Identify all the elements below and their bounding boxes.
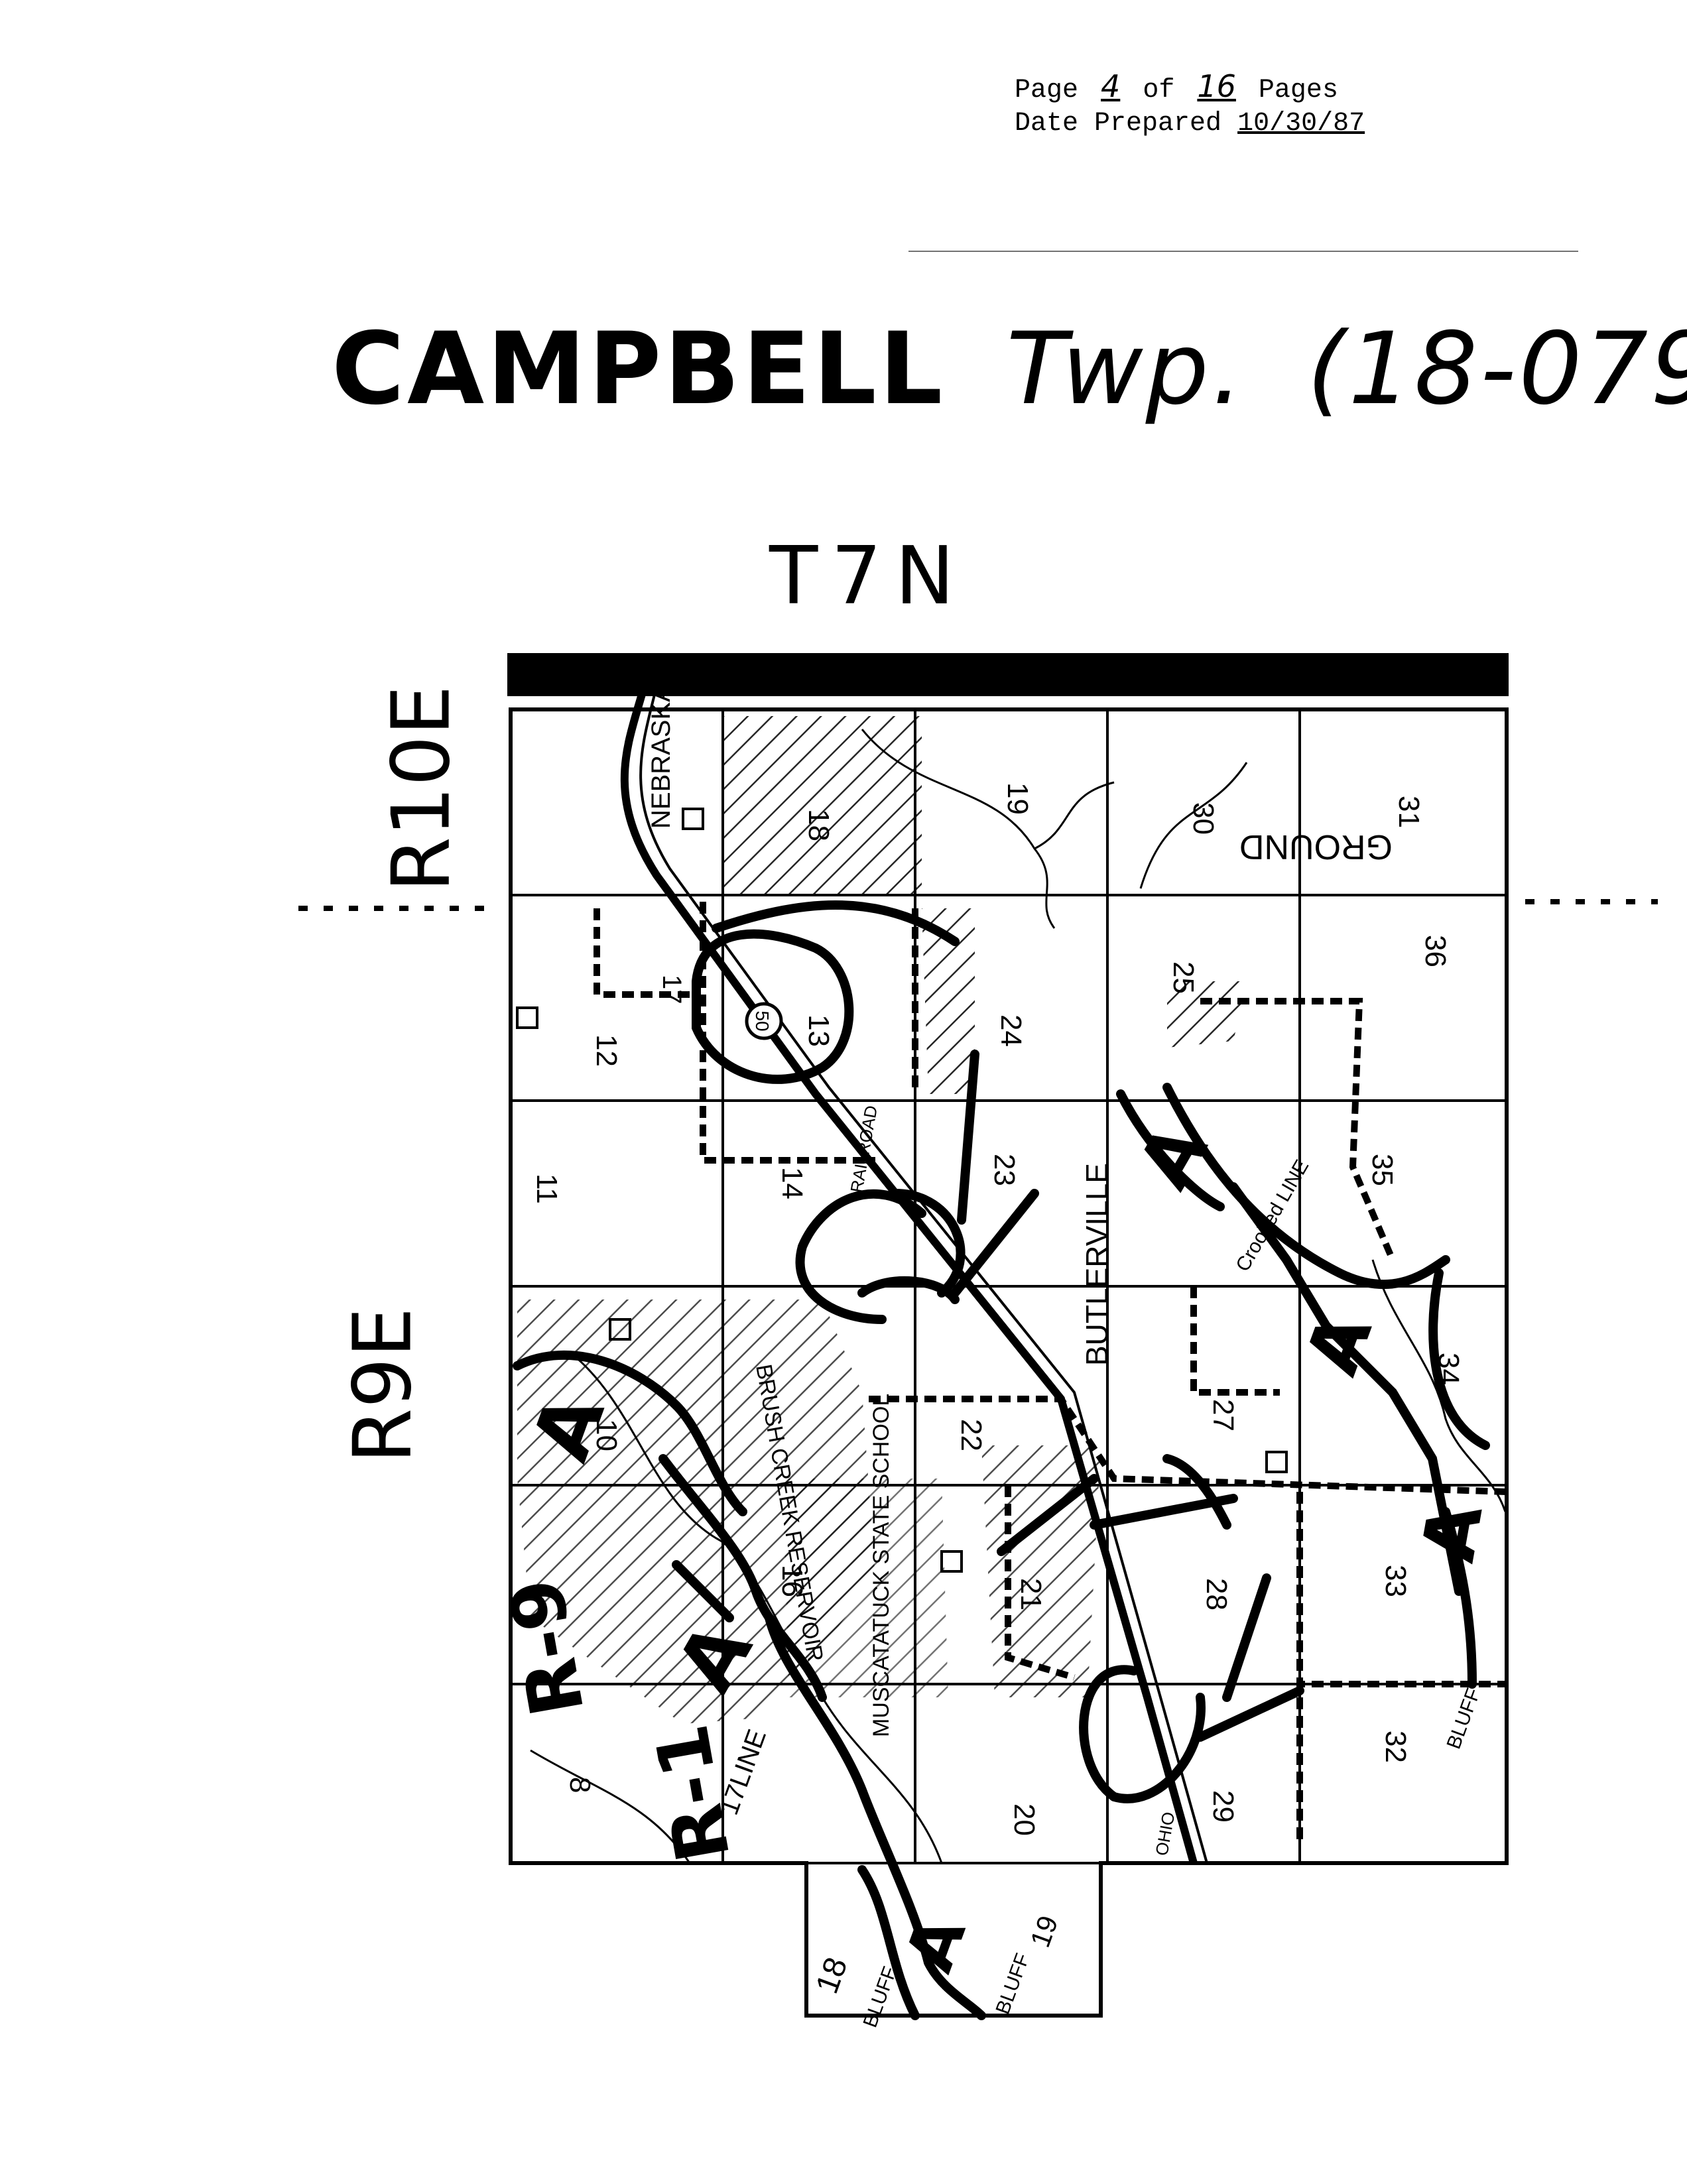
hatched-areas <box>517 716 1247 1724</box>
section-number: 16 <box>776 1565 808 1597</box>
page-count-line: Page 4 of 16 Pages <box>1015 70 1365 107</box>
hand-section-18: 18 <box>810 1953 855 1998</box>
north-boundary <box>507 653 1509 696</box>
township-code: (18-079) <box>1306 312 1687 427</box>
pages-label: Pages <box>1258 76 1338 105</box>
place-label-ground: GROUND <box>1239 827 1393 866</box>
hand-section-19: 19 <box>1024 1911 1064 1951</box>
section-number: 36 <box>1419 935 1452 967</box>
annotation-a-4: A <box>1289 1303 1388 1385</box>
bluff-label: BLUFF <box>859 1964 902 2031</box>
date-value: 10/30/87 <box>1237 109 1365 139</box>
section-number: 12 <box>590 1034 623 1067</box>
section-number: 29 <box>1207 1790 1239 1823</box>
section-number: 24 <box>995 1014 1027 1047</box>
section-number: 14 <box>776 1167 808 1199</box>
section-number: 35 <box>1366 1154 1399 1186</box>
section-number: 33 <box>1379 1565 1412 1597</box>
page-label: Page <box>1015 76 1079 105</box>
section-number: 32 <box>1379 1730 1412 1763</box>
railroad <box>620 656 1208 1864</box>
section-number: 8 <box>564 1777 596 1793</box>
section-number: 25 <box>1167 961 1200 994</box>
annotation-a-6: A <box>891 1906 981 1981</box>
place-label-butlerville: BUTLERVILLE <box>1080 1163 1114 1366</box>
svg-text:50: 50 <box>752 1010 773 1031</box>
map-title: CAMPBELL Twp. (18-079) <box>332 312 1687 427</box>
section-number: 11 <box>531 1174 563 1204</box>
township-name: CAMPBELL <box>332 312 946 427</box>
bluff-label: BLUFF <box>992 1951 1034 2018</box>
section-number: 31 <box>1393 796 1425 828</box>
section-number: 27 <box>1207 1399 1239 1431</box>
section-number: 18 <box>802 809 835 841</box>
township-label: T7N <box>769 530 968 623</box>
page-number: 4 <box>1101 68 1121 104</box>
section-number: 23 <box>988 1154 1021 1186</box>
date-line: Date Prepared 10/30/87 <box>1015 107 1365 141</box>
cemetery-markers <box>516 808 1288 1573</box>
hand-contours <box>513 900 1490 2020</box>
of-label: of <box>1143 76 1175 105</box>
section-number: 20 <box>1008 1803 1040 1836</box>
section-number: 21 <box>1015 1578 1047 1610</box>
place-label-nebraska: NEBRASKA <box>647 684 676 829</box>
date-label: Date Prepared <box>1015 109 1222 139</box>
section-number: 19 <box>1001 782 1034 815</box>
streams <box>530 729 1507 1864</box>
section-number: 17 <box>657 975 686 1004</box>
bluff-label: BLUFF <box>1443 1685 1485 1752</box>
township-boundary <box>509 707 1509 2018</box>
section-number: 22 <box>955 1419 987 1451</box>
section-number: 30 <box>1187 802 1219 835</box>
header-rule <box>908 251 1578 252</box>
section-number: 10 <box>590 1419 623 1451</box>
annotation-a-5: A <box>1406 1497 1499 1567</box>
section-number: 28 <box>1200 1578 1233 1610</box>
section-number: 34 <box>1432 1353 1465 1385</box>
twp-label: Twp. <box>1006 312 1246 427</box>
place-label-ohio: OHIO <box>1151 1810 1178 1857</box>
page-header: Page 4 of 16 Pages Date Prepared 10/30/8… <box>1015 70 1365 141</box>
route-50-marker: 50 <box>745 1002 783 1040</box>
place-label-state-school: MUSCATATUCK STATE SCHOOL <box>869 1394 894 1737</box>
total-pages: 16 <box>1197 68 1236 104</box>
section-number: 13 <box>802 1014 835 1047</box>
